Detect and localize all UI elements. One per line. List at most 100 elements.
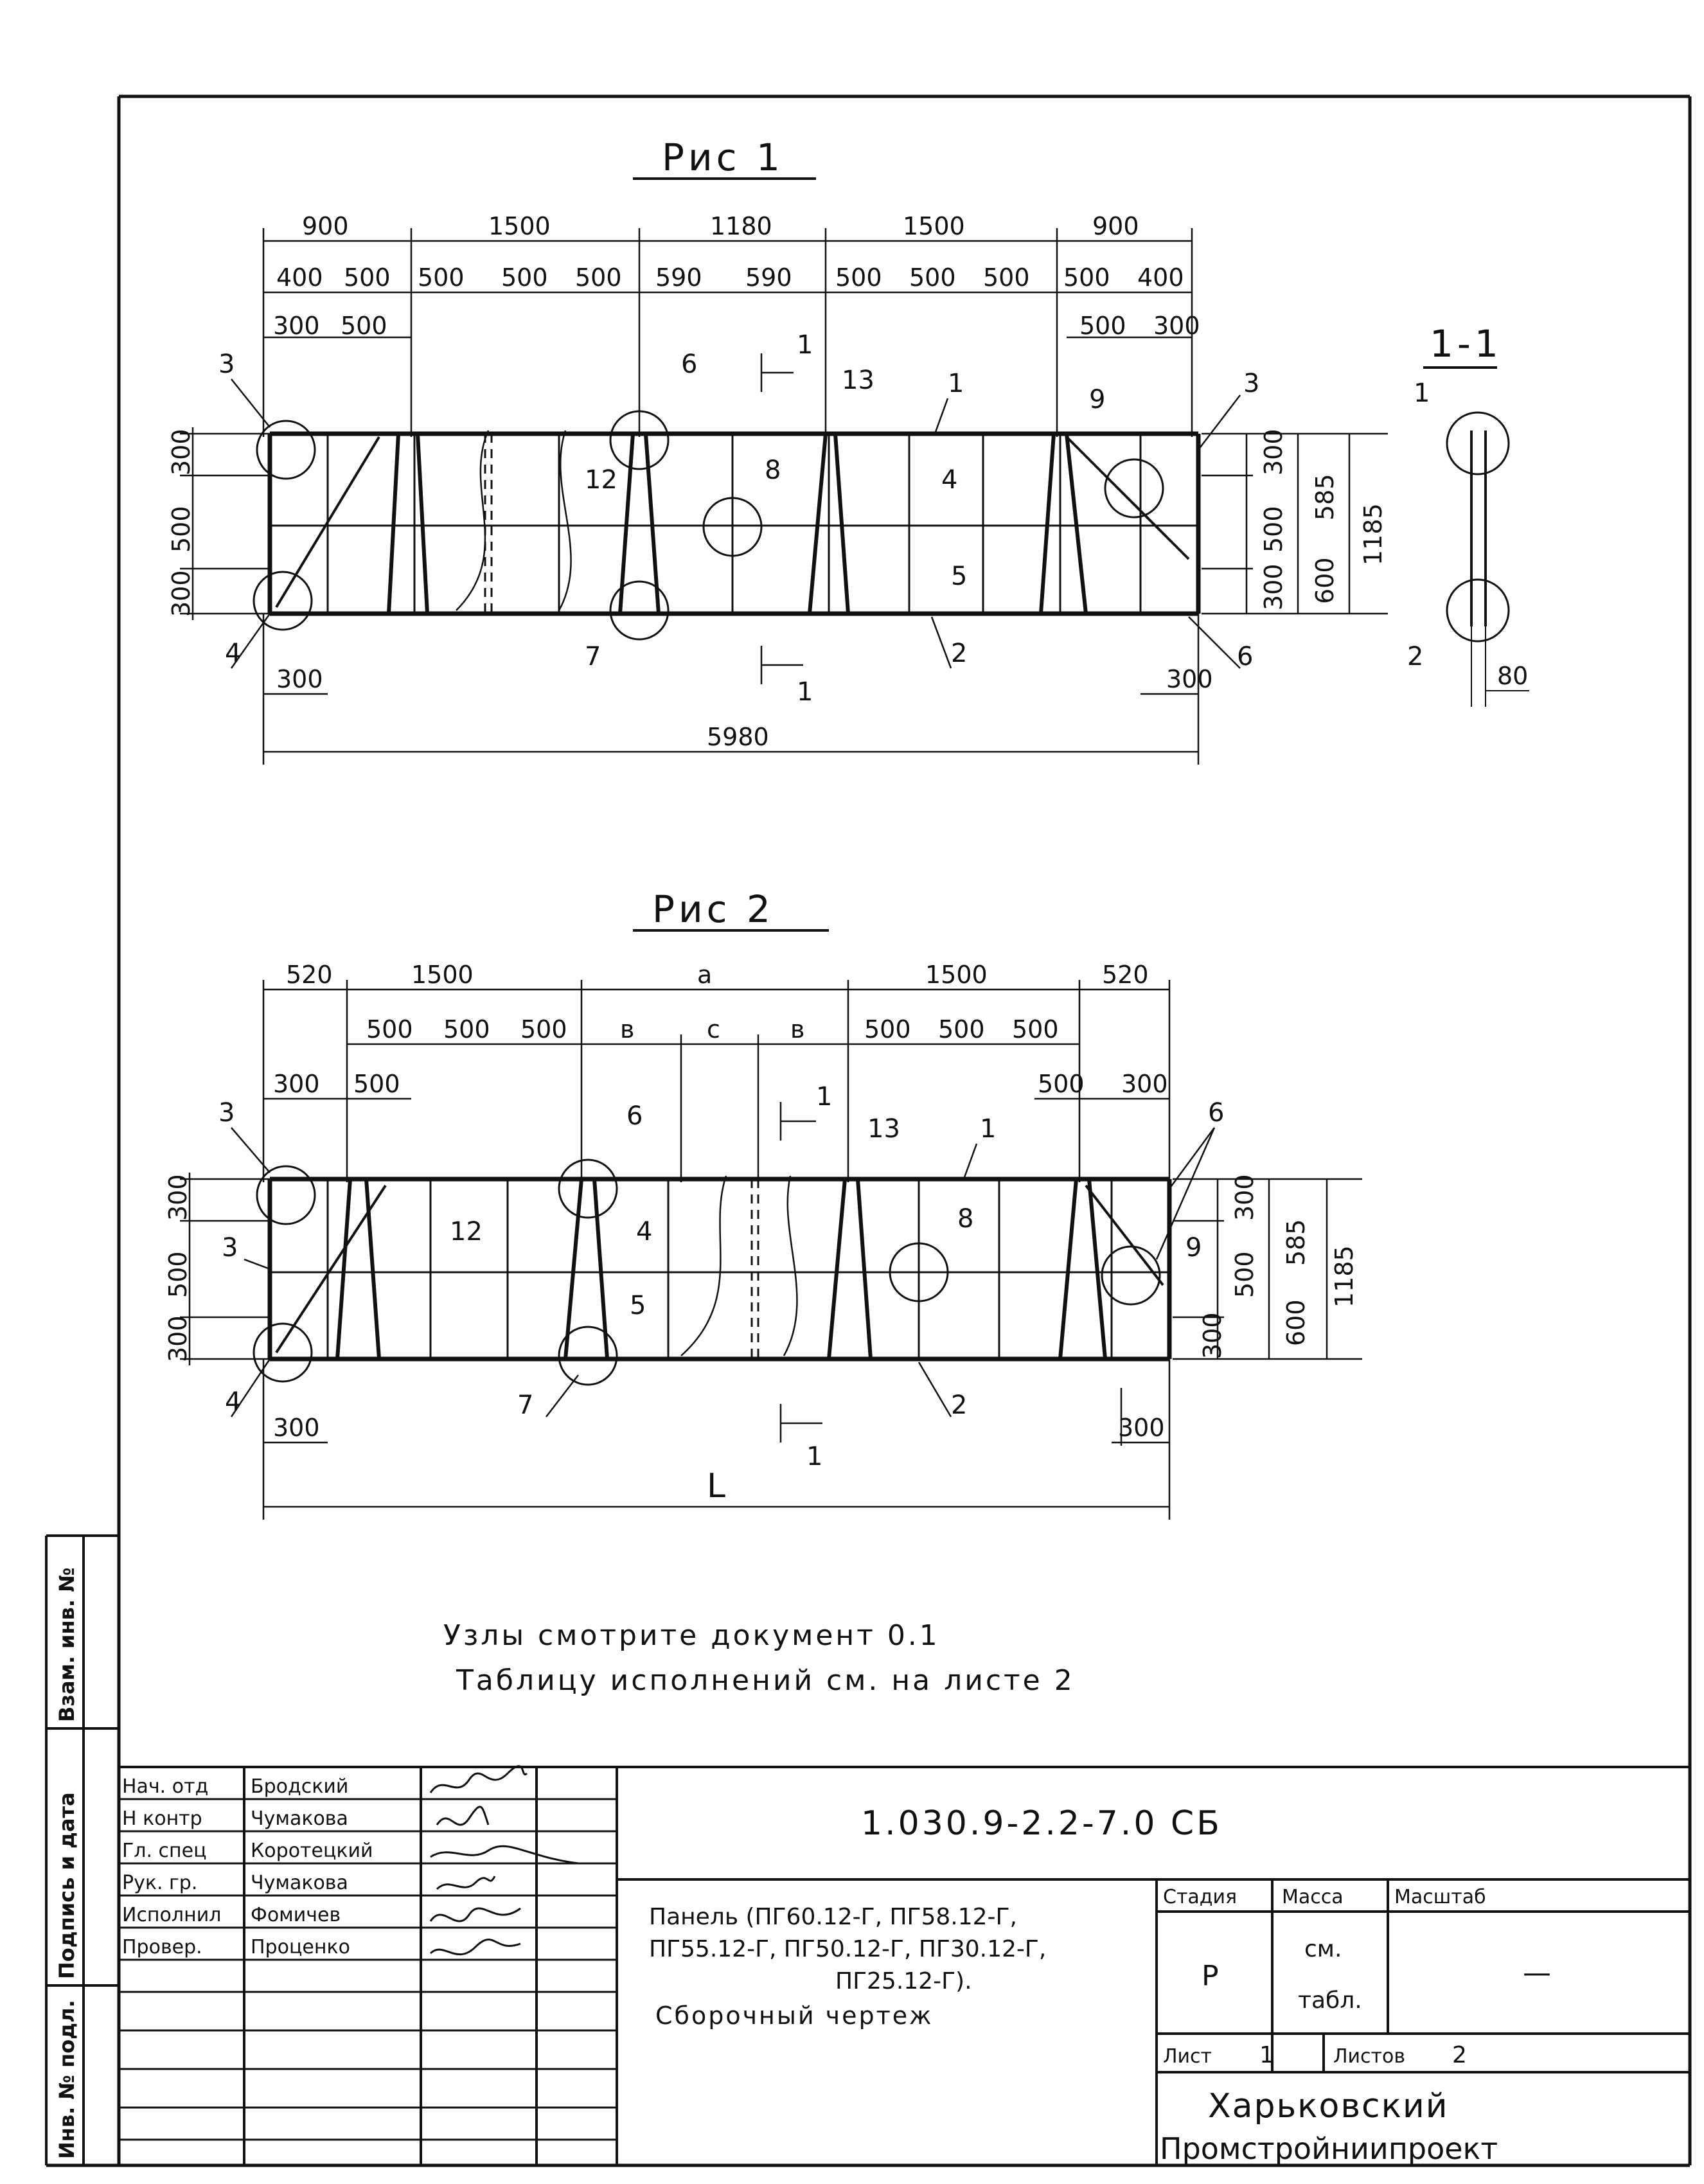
- callout-label: 2: [951, 1390, 967, 1420]
- dim-label: 500: [575, 263, 622, 292]
- role-label: Нач. отд: [122, 1775, 208, 1798]
- sheet-label: Лист: [1163, 2045, 1212, 2068]
- dim-label: 400: [276, 263, 323, 292]
- dim-label: 500: [366, 1015, 413, 1043]
- callout-label: 12: [450, 1217, 483, 1247]
- dim-label: 500: [443, 1015, 490, 1043]
- dim-label: 1500: [488, 212, 551, 240]
- callout-label: 3: [218, 350, 235, 379]
- dim-label: 500: [418, 263, 465, 292]
- dim-label: 400: [1137, 263, 1184, 292]
- stage-label: Стадия: [1163, 1886, 1237, 1908]
- fig2-panel: [180, 1159, 1362, 1386]
- role-label: Провер.: [122, 1936, 202, 1958]
- fig1-callouts: 1 1 3 6 13 1 3 9 12 8 4 5 4 7 2 6: [218, 330, 1259, 707]
- callout-label: 3: [222, 1233, 238, 1263]
- dim-label: 500: [501, 263, 548, 292]
- callout-label: 2: [951, 639, 967, 668]
- callout-label: 6: [681, 350, 697, 379]
- role-label: Рук. гр.: [122, 1872, 197, 1894]
- callout-label: 6: [1208, 1098, 1224, 1128]
- dim-label: 500: [1230, 1251, 1259, 1298]
- title-block-main: 1.030.9-2.2-7.0 СБ Панель (ПГ60.12-Г, ПГ…: [649, 1804, 1551, 2166]
- mass-label: Масса: [1282, 1886, 1344, 1908]
- stamp-sign-date: Подпись и дата: [55, 1792, 79, 1979]
- fig1-title: Рис 1: [662, 136, 784, 179]
- stamp-inv-podl: Инв. № подл.: [55, 2000, 79, 2159]
- dim-label: 500: [909, 263, 956, 292]
- callout-label: 3: [1243, 369, 1259, 398]
- dim-label: 300: [276, 665, 323, 693]
- dim-label: 300: [273, 312, 320, 340]
- callout-label: 5: [951, 562, 967, 591]
- callout-label: 9: [1089, 385, 1105, 414]
- dim-label: 300: [273, 1070, 320, 1098]
- fig1-sub-dims: 400 500 500 500 500 590 590 500 500 500 …: [276, 263, 1184, 292]
- role-label: Гл. спец: [122, 1840, 207, 1862]
- dim-label: 500: [164, 1251, 192, 1298]
- dim-label: 900: [1092, 212, 1139, 240]
- callout-label: 8: [957, 1204, 973, 1234]
- sheets-label: Листов: [1333, 2045, 1405, 2068]
- dim-label: 500: [983, 263, 1030, 292]
- dim-label: 500: [353, 1070, 400, 1098]
- sheets-value: 2: [1452, 2042, 1467, 2068]
- role-label: Н контр: [122, 1807, 202, 1830]
- dim-label: в: [620, 1015, 634, 1043]
- dim-label: 300: [1259, 429, 1288, 475]
- figure-1: Рис 1 900 1500 1180 1500 900 400 500: [167, 136, 1388, 765]
- callout-label: 9: [1185, 1233, 1202, 1263]
- stamp-inv-vzam: Взам. инв. №: [55, 1567, 79, 1722]
- callout-label: 7: [585, 642, 601, 671]
- dim-label: 600: [1282, 1299, 1310, 1346]
- dim-label: 5980: [707, 723, 769, 751]
- callout-label: 13: [867, 1114, 900, 1144]
- drawing-type: Сборочный чертеж: [655, 2002, 933, 2030]
- callout-label: 8: [765, 456, 781, 485]
- dim-label: 500: [344, 263, 391, 292]
- callout-label: 1: [1414, 378, 1430, 408]
- organization-line-2: Промстройниипроект: [1160, 2131, 1498, 2166]
- dim-label: 500: [835, 263, 882, 292]
- dim-label: 500: [167, 506, 195, 553]
- stage-value: Р: [1202, 1960, 1219, 1993]
- fig2-callouts: 1 1 3 6 13 1 6 3 12 4 8 9 5 4 7 2: [218, 1082, 1224, 1471]
- scale-label: Масштаб: [1394, 1886, 1486, 1908]
- section-title: 1-1: [1430, 322, 1502, 366]
- dim-label: 500: [864, 1015, 911, 1043]
- callout-label: 4: [636, 1217, 652, 1247]
- name-label: Фомичев: [251, 1904, 341, 1926]
- callout-label: 1: [980, 1114, 996, 1144]
- dim-label: 300: [1166, 665, 1213, 693]
- section-mark-label: 1: [816, 1082, 832, 1112]
- callout-label: 5: [630, 1291, 646, 1320]
- dim-label: 520: [286, 961, 333, 989]
- sheet-value: 1: [1259, 2042, 1274, 2068]
- dim-label: 300: [273, 1414, 320, 1442]
- title-block: [119, 1766, 1690, 2165]
- dim-label: 1500: [925, 961, 988, 989]
- signatures: [429, 1765, 579, 1956]
- dim-label: в: [790, 1015, 804, 1043]
- scale-value: —: [1523, 1957, 1551, 1989]
- dim-label: 590: [745, 263, 792, 292]
- name-label: Бродский: [251, 1775, 348, 1798]
- dim-label: 520: [1102, 961, 1149, 989]
- notes: Узлы смотрите документ 0.1 Таблицу испол…: [443, 1619, 1072, 1697]
- callout-label: 7: [517, 1390, 533, 1420]
- dim-label: 600: [1311, 557, 1339, 604]
- figure-2: Рис 2 520 1500 a 1500 520 500 500 500: [164, 887, 1362, 1520]
- dim-label: 500: [520, 1015, 567, 1043]
- role-label: Исполнил: [122, 1904, 221, 1926]
- section-mark-label: 1: [797, 330, 813, 360]
- dim-label: 300: [164, 1174, 192, 1221]
- callout-label: 12: [585, 465, 617, 495]
- name-label: Проценко: [251, 1936, 350, 1958]
- callout-label: 4: [225, 1387, 241, 1417]
- callout-label: 3: [218, 1098, 235, 1128]
- fig2-title: Рис 2: [652, 887, 774, 931]
- dim-label: 585: [1311, 474, 1339, 520]
- product-name-line-2: ПГ55.12-Г, ПГ50.12-Г, ПГ30.12-Г,: [649, 1936, 1046, 1962]
- dim-label: 300: [1153, 312, 1200, 340]
- side-stamp: [45, 1534, 119, 2165]
